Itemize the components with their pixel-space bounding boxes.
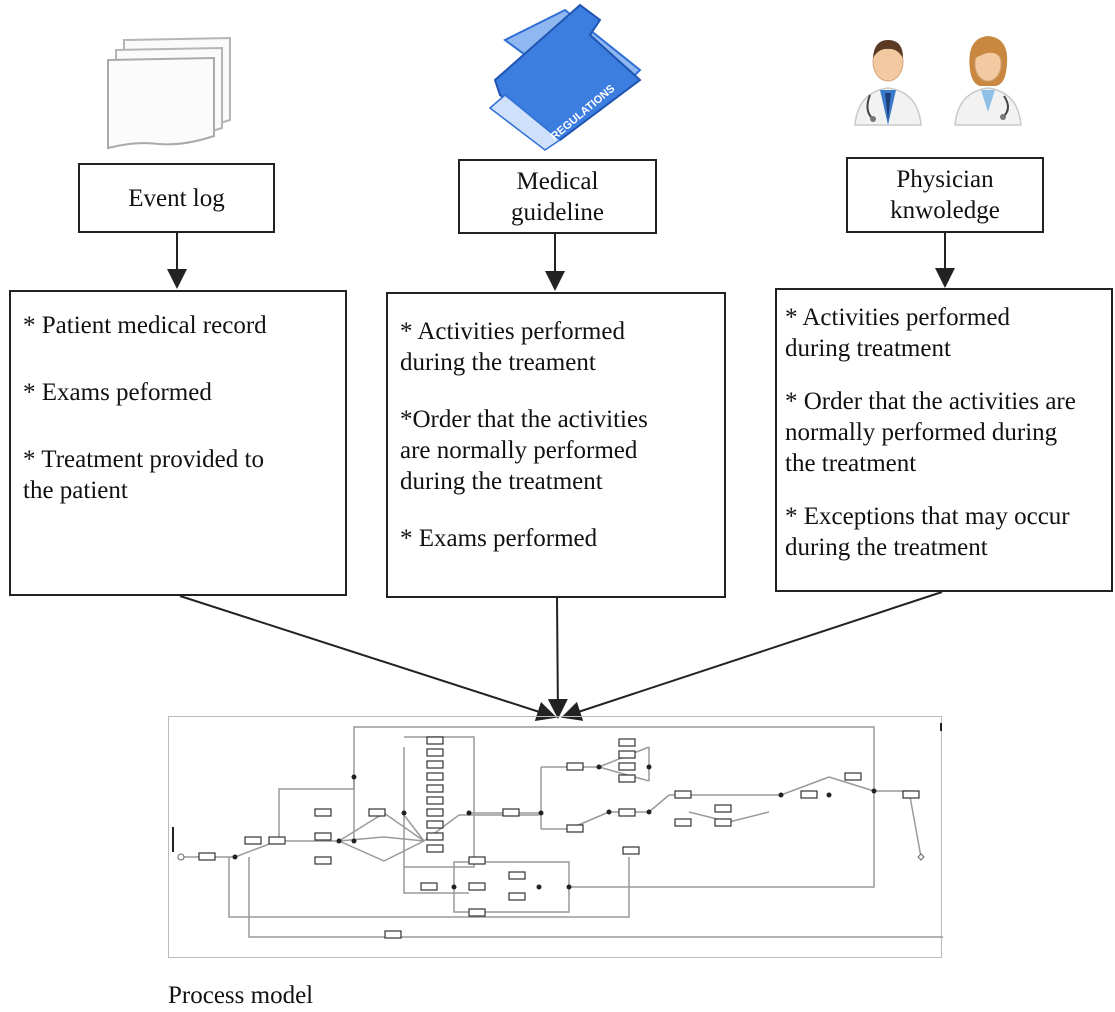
event-log-box: Event log xyxy=(78,163,275,233)
guideline-item: *Order that the activities are normally … xyxy=(400,406,648,495)
event-log-details: * Patient medical record * Exams peforme… xyxy=(9,290,347,596)
physician-item: * Activities performed during treatment xyxy=(785,304,1010,362)
physician-knowledge-box: Physician knwoledge xyxy=(846,157,1044,233)
event-log-item: * Patient medical record xyxy=(23,312,267,339)
event-log-item: * Exams peformed xyxy=(23,379,212,406)
physician-knowledge-details: * Activities performed during treatment … xyxy=(775,288,1113,592)
guideline-item: * Activities performed during the treame… xyxy=(400,318,625,376)
physician-item: * Order that the activities are normally… xyxy=(785,388,1076,477)
arrow-eventlog-to-model xyxy=(179,595,557,721)
process-model-graph xyxy=(172,723,943,939)
document-stack-icon xyxy=(107,36,231,150)
doctors-icon xyxy=(854,36,1022,126)
physician-item: * Exceptions that may occur during the t… xyxy=(785,503,1070,561)
event-log-item: * Treatment provided to the patient xyxy=(23,446,264,504)
arrow-physician-to-model xyxy=(561,591,943,721)
process-model-caption: Process model xyxy=(168,982,314,1009)
medical-guideline-label: Medical guideline xyxy=(510,167,605,226)
medical-guideline-box: Medical guideline xyxy=(458,159,657,234)
guideline-item: * Exams performed xyxy=(400,525,598,552)
process-model-diagram xyxy=(168,716,943,958)
arrow-guideline-to-model xyxy=(547,597,568,719)
physician-knowledge-label: Physician knwoledge xyxy=(890,166,1000,224)
medical-guideline-details: * Activities performed during the treame… xyxy=(386,292,726,598)
regulations-folder-icon: REGULATIONS xyxy=(488,3,642,151)
event-log-label: Event log xyxy=(128,184,225,212)
